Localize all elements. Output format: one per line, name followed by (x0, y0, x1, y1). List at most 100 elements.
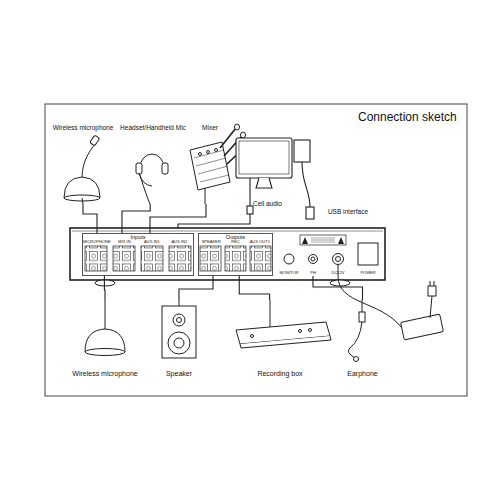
recorder-knob (309, 329, 312, 332)
top-microphone-icon (64, 135, 100, 204)
device-label: POWER (360, 271, 375, 276)
earphone-plug (359, 312, 365, 322)
input-group: InputsMICROPHONEMIX-INAUX-IN1AUX-IN2 (82, 233, 194, 276)
device-label: Earphone (347, 370, 377, 378)
unit-foot (95, 280, 115, 286)
output-group: OutputsSPEAKERRECAUX-OUT1 (198, 233, 273, 276)
signal-cable (83, 204, 97, 233)
signal-cable (179, 276, 213, 300)
sketch-frame (45, 104, 467, 396)
port-label: AUX-OUT1 (248, 240, 272, 245)
mic-foot (85, 349, 125, 356)
sketch-title: Connection sketch (358, 111, 457, 125)
mic-head (241, 132, 246, 138)
wall-plug (428, 286, 436, 296)
device-label: Recording box (257, 370, 302, 378)
computer-box (294, 140, 310, 162)
earbud (354, 357, 359, 362)
phone-socket (309, 255, 318, 264)
bottom-microphone-icon (85, 300, 125, 356)
signal-cable (313, 276, 363, 300)
tweeter-cap (177, 318, 182, 323)
device-label: PH (310, 271, 316, 276)
group-heading: Inputs (131, 234, 146, 240)
monitor-stand (256, 178, 272, 188)
port-label-row: MICROPHONEMIX-INAUX-IN1AUX-IN2 (83, 240, 193, 245)
woofer-cap (174, 338, 184, 348)
monitor-knob: MONITOR (276, 248, 302, 276)
port-label: AUX-IN2 (166, 240, 193, 245)
mic-stem (105, 300, 106, 329)
mixer-rows (194, 150, 229, 182)
mixer-cable (205, 188, 206, 204)
device-label: Speaker (166, 370, 192, 378)
woofer (168, 332, 190, 354)
recorder-device: Recording box (228, 300, 332, 378)
plug-pins (430, 281, 434, 286)
phone-socket-hole (311, 257, 315, 261)
signal-cable (239, 276, 269, 300)
headset-icon (136, 154, 168, 204)
device-label: Wireless microphone (53, 124, 114, 131)
mixer-body (190, 142, 230, 190)
gooseneck (82, 144, 95, 178)
warning-symbol (302, 237, 344, 244)
recorder-knob (251, 335, 254, 338)
signal-cable (150, 204, 206, 233)
signal-cable (104, 276, 106, 300)
terminal-block (200, 246, 221, 271)
mixer-knob (207, 151, 210, 154)
recorder-icon (236, 300, 331, 348)
port-label: SPEAKER (199, 240, 223, 245)
power-socket (333, 254, 344, 265)
port-label: MICROPHONE (83, 240, 111, 245)
device-label: MONITOR (280, 271, 299, 276)
mic-head (235, 124, 240, 130)
port-label: AUX-IN1 (138, 240, 165, 245)
terminal-block (113, 246, 135, 271)
microphone-device: Wireless microphone (50, 124, 116, 204)
terminal-block (85, 246, 107, 271)
unit-panel (70, 228, 385, 280)
earcup (162, 163, 168, 174)
warning-lines (311, 238, 335, 242)
power-socket-hole (336, 257, 341, 262)
usb-cable (302, 162, 310, 207)
adapter-brick (401, 314, 444, 340)
earphone-wire (348, 322, 362, 358)
terminal-block (225, 246, 246, 271)
mic-head (90, 135, 100, 146)
device-label: Mixer (202, 124, 218, 131)
phone-jack: PH (304, 248, 322, 276)
device-label: Headset/Handheld Mic (120, 124, 186, 131)
terminal-block (250, 246, 271, 271)
panel-edge (72, 231, 383, 232)
device-label: Wireless microphone (72, 370, 137, 378)
usb-plug (306, 207, 314, 219)
speaker-cable (179, 300, 180, 306)
power-button (358, 243, 378, 265)
screen (239, 141, 289, 174)
mic-cable (82, 198, 83, 204)
mixer-knob (199, 153, 202, 156)
warning-plate (300, 235, 346, 245)
mixer-device: Mixer (190, 124, 230, 204)
audio-plug (247, 206, 253, 214)
port-label: MIX-IN (111, 240, 138, 245)
headset-device: Headset/Handheld Mic (118, 124, 188, 204)
mixer-knob (215, 149, 218, 152)
headset-cable (140, 175, 150, 204)
recorder-side (240, 336, 331, 348)
speaker-device: Speaker (150, 300, 208, 378)
port-label: REC (223, 240, 247, 245)
earphone-icon (348, 300, 365, 362)
device-label: USB interface (328, 208, 368, 215)
terminal-block (141, 246, 163, 271)
earphone-device: Earphone (335, 300, 390, 378)
volume-knob (284, 254, 294, 264)
headband (140, 154, 164, 168)
recorder-knob (299, 330, 302, 333)
